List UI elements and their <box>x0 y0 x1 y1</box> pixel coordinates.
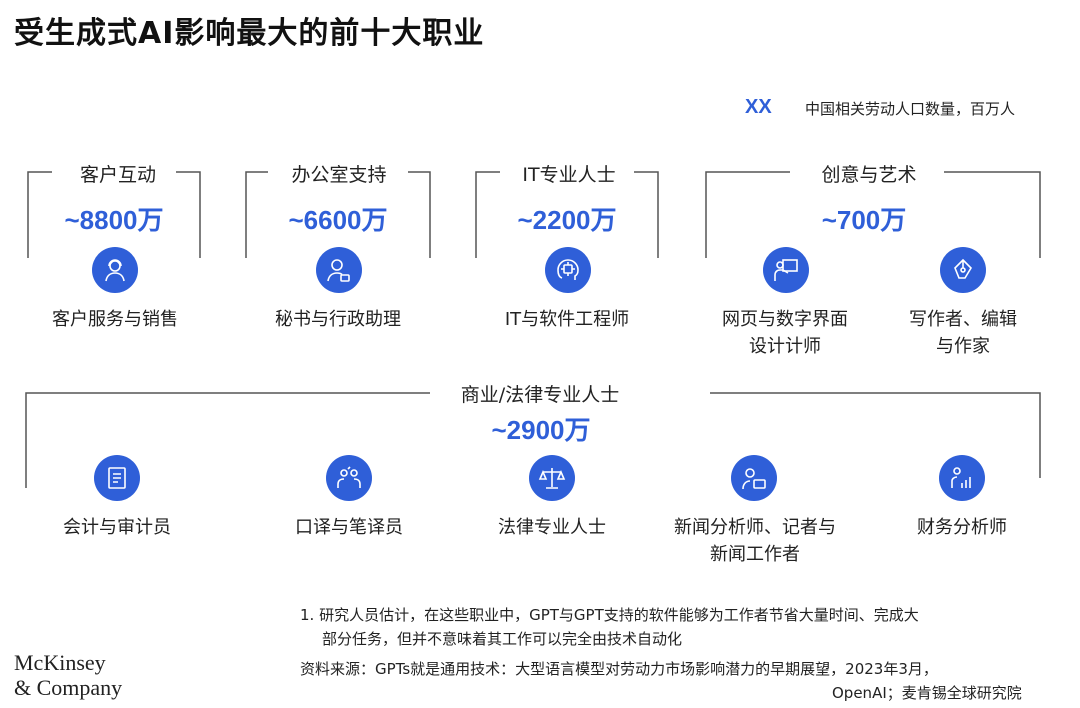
mckinsey-logo: McKinsey & Company <box>14 650 122 700</box>
job-label: 客户服务与销售 <box>52 309 178 330</box>
reporter-icon <box>731 455 777 501</box>
category-office-support: 办公室支持 <box>270 160 408 187</box>
source-line1: 资料来源：GPTs就是通用技术：大型语言模型对劳动力市场影响潜力的早期展望，20… <box>300 660 938 678</box>
logo-line1: McKinsey <box>14 650 106 675</box>
count-creative-arts: ~700万 <box>821 205 907 235</box>
job-label-line1: 法律专业人士 <box>498 517 606 538</box>
job-label-line2: 新闻工作者 <box>710 544 800 565</box>
category-customer-interaction: 客户互动 <box>60 160 176 187</box>
brain-chip-icon <box>545 247 591 293</box>
category-it-professionals: IT专业人士 <box>504 160 634 187</box>
analyst-chart-icon <box>939 455 985 501</box>
footnote-line2: 部分任务，但并不意味着其工作可以完全由技术自动化 <box>322 630 683 648</box>
count-it-professionals: ~2200万 <box>517 205 617 235</box>
count-business-legal: ~2900万 <box>491 415 591 445</box>
category-business-legal: 商业/法律专业人士 <box>436 380 644 407</box>
pen-nib-icon <box>940 247 986 293</box>
document-list-icon <box>94 455 140 501</box>
count-office-support: ~6600万 <box>288 205 388 235</box>
job-label: 秘书与行政助理 <box>275 309 401 330</box>
people-talk-icon <box>326 455 372 501</box>
category-creative-arts: 创意与艺术 <box>794 160 944 187</box>
logo-line2: & Company <box>14 675 123 700</box>
source-line2: OpenAI；麦肯锡全球研究院 <box>832 684 1022 702</box>
scales-icon <box>529 455 575 501</box>
job-label: IT与软件工程师 <box>504 309 630 330</box>
legend-marker: XX <box>745 96 772 118</box>
job-label-line1: 网页与数字界面 <box>722 309 848 330</box>
job-label-line2: 与作家 <box>936 336 990 357</box>
job-label-line1: 财务分析师 <box>917 517 1007 538</box>
page-title: 受生成式AI影响最大的前十大职业 <box>14 16 485 51</box>
customer-service-icon <box>92 247 138 293</box>
footnote-line1: 1. 研究人员估计，在这些职业中，GPT与GPT支持的软件能够为工作者节省大量时… <box>300 606 919 624</box>
legend-text: 中国相关劳动人口数量，百万人 <box>805 100 1016 118</box>
job-label-line2: 设计计师 <box>749 336 821 357</box>
presenter-icon <box>763 247 809 293</box>
job-label-line1: 会计与审计员 <box>63 517 171 538</box>
count-customer-interaction: ~8800万 <box>64 205 164 235</box>
job-label-line1: 新闻分析师、记者与 <box>674 517 836 538</box>
job-label-line1: 口译与笔译员 <box>295 517 403 538</box>
secretary-icon <box>316 247 362 293</box>
job-label-line1: 写作者、编辑 <box>909 309 1017 330</box>
